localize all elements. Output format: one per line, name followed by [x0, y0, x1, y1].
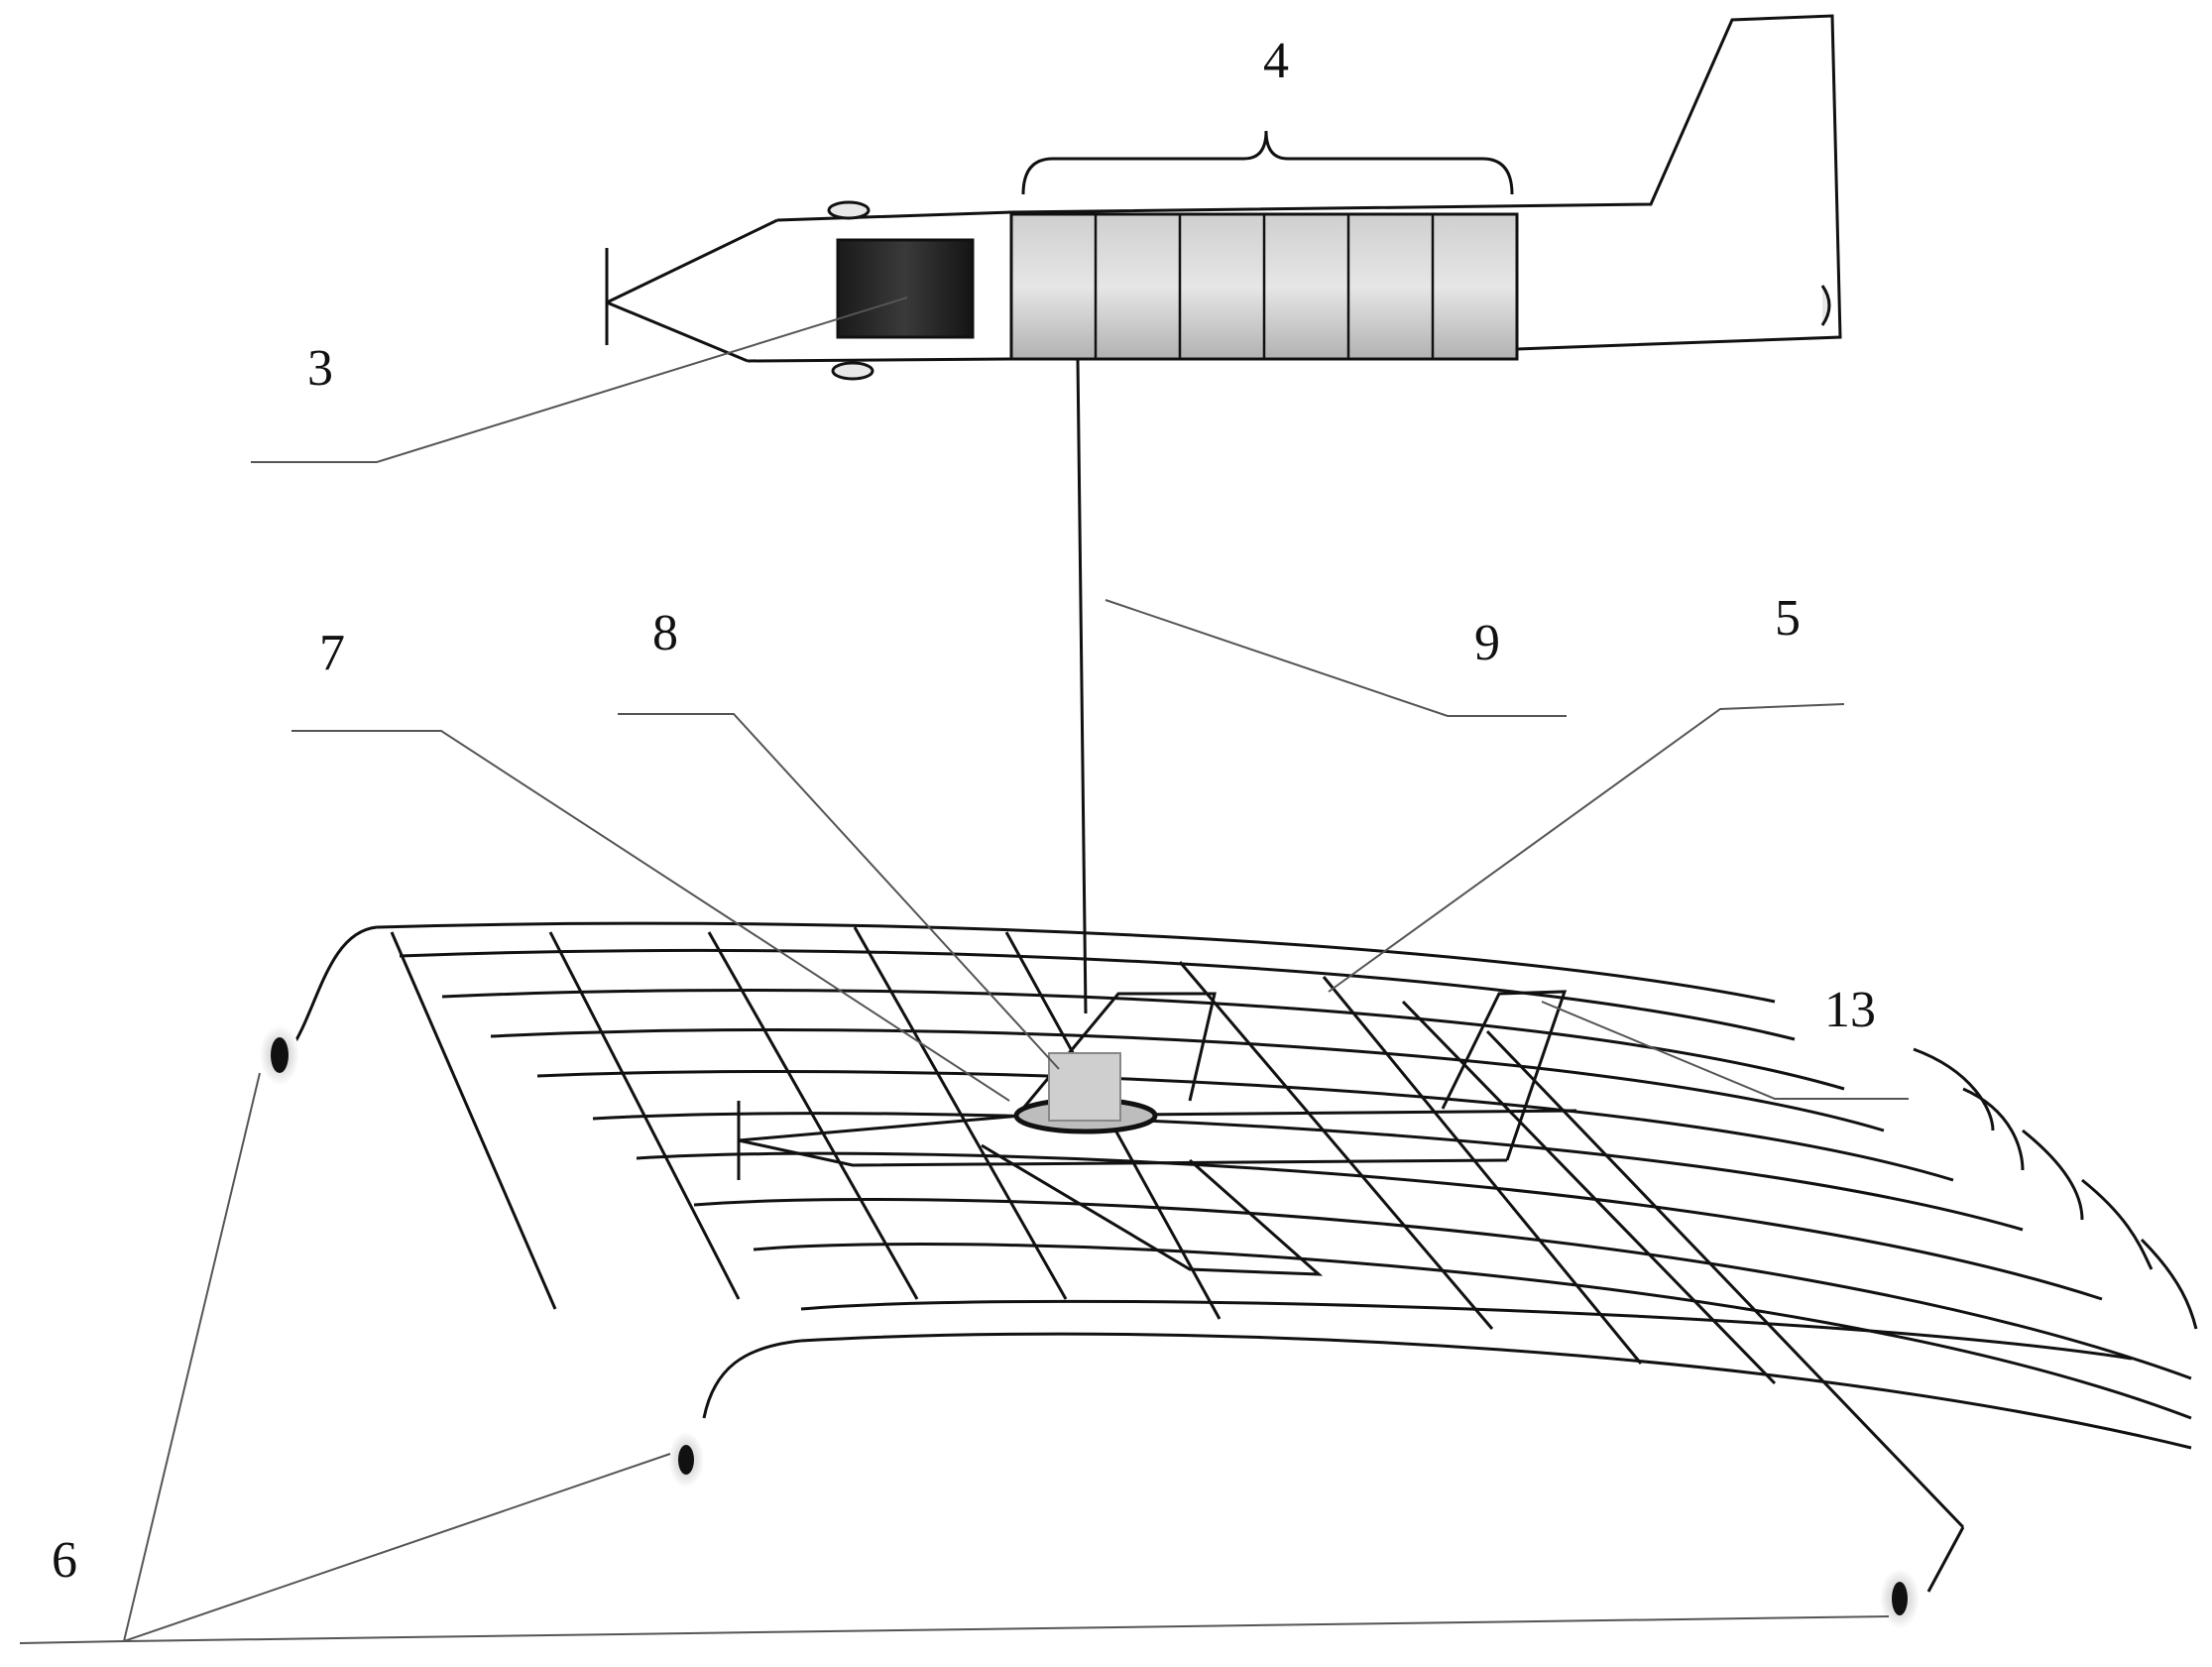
modules-brace [1021, 130, 1514, 195]
tether-line [1076, 358, 1088, 1014]
cargo-modules [1009, 212, 1519, 361]
anchor-rope-right [1926, 1526, 1965, 1593]
payload-block [1048, 1052, 1121, 1122]
label-7: 7 [319, 625, 345, 681]
label-9: 9 [1474, 615, 1500, 671]
label-8: 8 [652, 605, 678, 661]
label-5: 5 [1775, 590, 1801, 647]
anchor-weight-icon [260, 1025, 1920, 1628]
label-3: 3 [307, 340, 333, 397]
label-6: 6 [52, 1532, 77, 1589]
capture-net-icon [288, 921, 2198, 1529]
leader-lines [19, 297, 1909, 1644]
label-4: 4 [1263, 33, 1289, 89]
dark-compartment [836, 238, 975, 339]
label-13: 13 [1824, 982, 1876, 1038]
